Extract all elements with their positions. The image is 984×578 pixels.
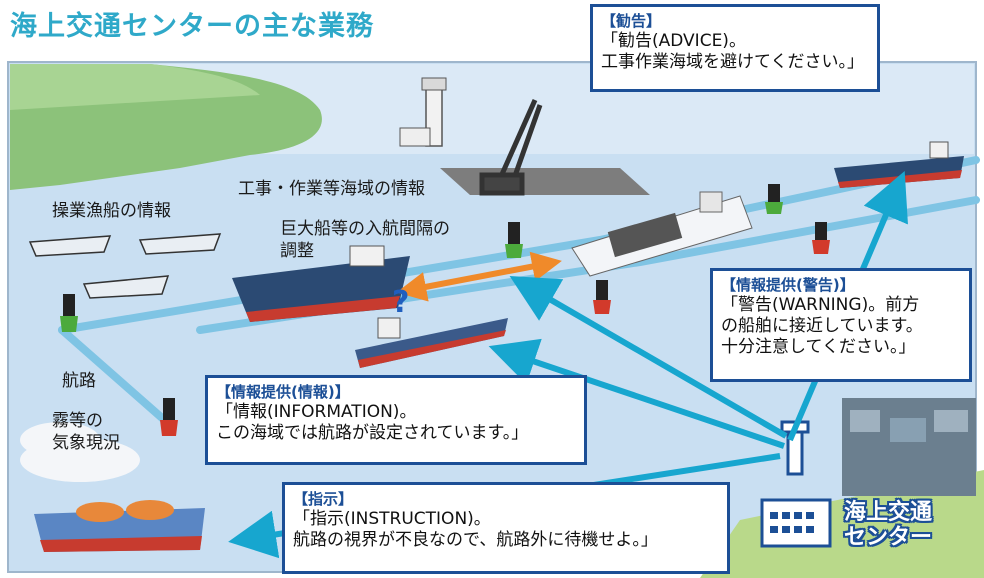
traffic-center-building-icon — [760, 420, 832, 548]
callout-warning-header: 【情報提供(警告)】 — [721, 276, 855, 294]
label-large-ship-line1: 巨大船等の入航間隔の — [280, 219, 450, 239]
lighthouse-icon — [399, 77, 447, 147]
label-weather-line2: 気象現況 — [52, 433, 120, 453]
fog-cloud-icon — [20, 422, 140, 482]
fishing-boats-icon — [28, 233, 222, 299]
label-fishing-info: 操業漁船の情報 — [52, 201, 171, 221]
small-tanker-ship — [355, 317, 508, 368]
callout-information: 【情報提供(情報)】 「情報(INFORMATION)。 この海域では航路が設定… — [205, 375, 587, 465]
spacing-arrow — [396, 251, 562, 302]
label-large-ship-line2: 調整 — [280, 241, 314, 261]
traffic-center-name: 海上交通 センター — [844, 500, 932, 550]
page-title: 海上交通センターの主な業務 — [10, 11, 374, 42]
callout-information-header: 【情報提供(情報)】 — [216, 383, 350, 401]
callout-information-line: 「情報(INFORMATION)。 — [216, 402, 417, 422]
callout-warning: 【情報提供(警告)】 「警告(WARNING)。前方 の船舶に接近しています。 … — [710, 268, 972, 382]
label-weather-line1: 霧等の — [52, 411, 103, 431]
buoy-red-center — [593, 280, 611, 314]
buoy-green-top — [765, 184, 783, 214]
callout-information-line: この海域では航路が設定されています。」 — [216, 423, 529, 443]
callout-warning-line: の船舶に接近しています。 — [721, 316, 923, 336]
callout-warning-line: 十分注意してください。」 — [721, 337, 916, 357]
label-construction-info: 工事・作業等海域の情報 — [238, 179, 425, 199]
cargo-ship-large — [232, 245, 410, 322]
buoy-red-right — [812, 222, 830, 254]
traffic-center-name-line1: 海上交通 — [844, 500, 933, 525]
buoy-green-left — [60, 294, 78, 332]
traffic-center-name-line2: センター — [844, 525, 933, 550]
callout-instruction-line: 「指示(INSTRUCTION)。 — [293, 509, 491, 529]
construction-area — [440, 168, 650, 195]
callout-instruction-header: 【指示】 — [293, 490, 354, 508]
label-route: 航路 — [62, 371, 96, 391]
callout-advice-line: 工事作業海域を避けてください。」 — [601, 52, 864, 72]
question-mark-icon: ? — [392, 285, 410, 320]
callout-warning-line: 「警告(WARNING)。前方 — [721, 295, 920, 315]
callout-advice: 【勧告】 「勧告(ADVICE)。 工事作業海域を避けてください。」 — [590, 4, 880, 92]
lng-ship — [34, 500, 205, 552]
buoy-red-left — [160, 398, 178, 436]
crane-icon — [479, 98, 543, 196]
container-ship — [571, 191, 753, 277]
callout-advice-line: 「勧告(ADVICE)。 — [601, 31, 746, 51]
callout-instruction-line: 航路の視界が不良なので、航路外に待機せよ。」 — [293, 530, 658, 550]
callout-instruction: 【指示】 「指示(INSTRUCTION)。 航路の視界が不良なので、航路外に待… — [282, 482, 730, 574]
callout-advice-header: 【勧告】 — [601, 12, 662, 30]
